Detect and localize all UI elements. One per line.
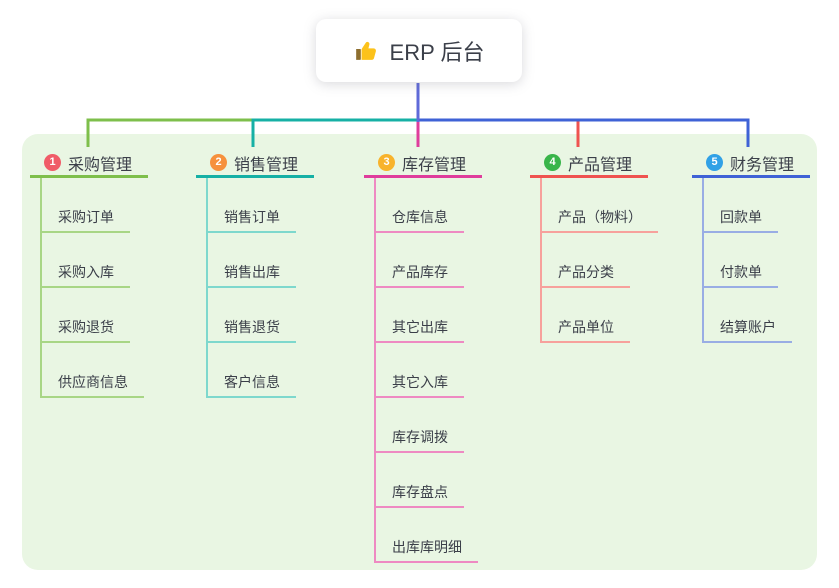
branch-5: 5 财务管理回款单付款单结算账户	[692, 150, 810, 343]
priority-badge-icon: 3	[378, 154, 395, 171]
branch-children: 仓库信息产品库存其它出库其它入库库存调拨库存盘点出库库明细	[374, 178, 478, 563]
branch-children: 回款单付款单结算账户	[702, 178, 792, 343]
branch-children: 产品（物料）产品分类产品单位	[540, 178, 658, 343]
thumbs-up-icon	[354, 38, 380, 64]
branch-child[interactable]: 销售出库	[208, 233, 296, 288]
branch-child[interactable]: 其它出库	[376, 288, 464, 343]
branch-child[interactable]: 出库库明细	[376, 508, 478, 563]
branch-title-label: 产品管理	[568, 156, 633, 174]
root-label: ERP 后台	[389, 39, 485, 65]
branch-title[interactable]: 1 采购管理	[30, 150, 148, 178]
branch-child[interactable]: 采购订单	[42, 178, 130, 233]
branch-title-label: 库存管理	[402, 156, 467, 174]
branch-title[interactable]: 4 产品管理	[530, 150, 648, 178]
branch-child[interactable]: 其它入库	[376, 343, 464, 398]
branch-title[interactable]: 3 库存管理	[364, 150, 482, 178]
priority-badge-icon: 1	[44, 154, 61, 171]
branch-child[interactable]: 产品（物料）	[542, 178, 658, 233]
branch-child[interactable]: 结算账户	[704, 288, 792, 343]
branch-2: 2 销售管理销售订单销售出库销售退货客户信息	[196, 150, 314, 398]
mindmap-node-root[interactable]: ERP 后台	[316, 19, 522, 82]
connector-line	[251, 118, 418, 147]
branch-child[interactable]: 库存调拨	[376, 398, 464, 453]
connector-line	[418, 118, 750, 147]
priority-badge-icon: 2	[210, 154, 227, 171]
branch-child[interactable]: 仓库信息	[376, 178, 464, 233]
branch-child[interactable]: 销售退货	[208, 288, 296, 343]
branch-1: 1 采购管理采购订单采购入库采购退货供应商信息	[30, 150, 148, 398]
branch-child[interactable]: 产品库存	[376, 233, 464, 288]
priority-badge-icon: 5	[706, 154, 723, 171]
branch-child[interactable]: 库存盘点	[376, 453, 464, 508]
branch-child[interactable]: 采购退货	[42, 288, 130, 343]
branch-child[interactable]: 销售订单	[208, 178, 296, 233]
branch-title-label: 销售管理	[234, 156, 299, 174]
branch-title-label: 采购管理	[68, 156, 133, 174]
branch-child[interactable]: 采购入库	[42, 233, 130, 288]
connector-line	[418, 118, 580, 147]
branch-child[interactable]: 产品分类	[542, 233, 630, 288]
branch-child[interactable]: 产品单位	[542, 288, 630, 343]
branch-title[interactable]: 5 财务管理	[692, 150, 810, 178]
priority-badge-icon: 4	[544, 154, 561, 171]
branch-title[interactable]: 2 销售管理	[196, 150, 314, 178]
branch-title-label: 财务管理	[730, 156, 795, 174]
branch-child[interactable]: 付款单	[704, 233, 778, 288]
branch-child[interactable]: 回款单	[704, 178, 778, 233]
branch-child[interactable]: 供应商信息	[42, 343, 144, 398]
branch-3: 3 库存管理仓库信息产品库存其它出库其它入库库存调拨库存盘点出库库明细	[364, 150, 482, 563]
branch-4: 4 产品管理产品（物料）产品分类产品单位	[530, 150, 658, 343]
branch-child[interactable]: 客户信息	[208, 343, 296, 398]
branch-children: 销售订单销售出库销售退货客户信息	[206, 178, 296, 398]
branch-children: 采购订单采购入库采购退货供应商信息	[40, 178, 144, 398]
branches-panel	[22, 134, 817, 570]
